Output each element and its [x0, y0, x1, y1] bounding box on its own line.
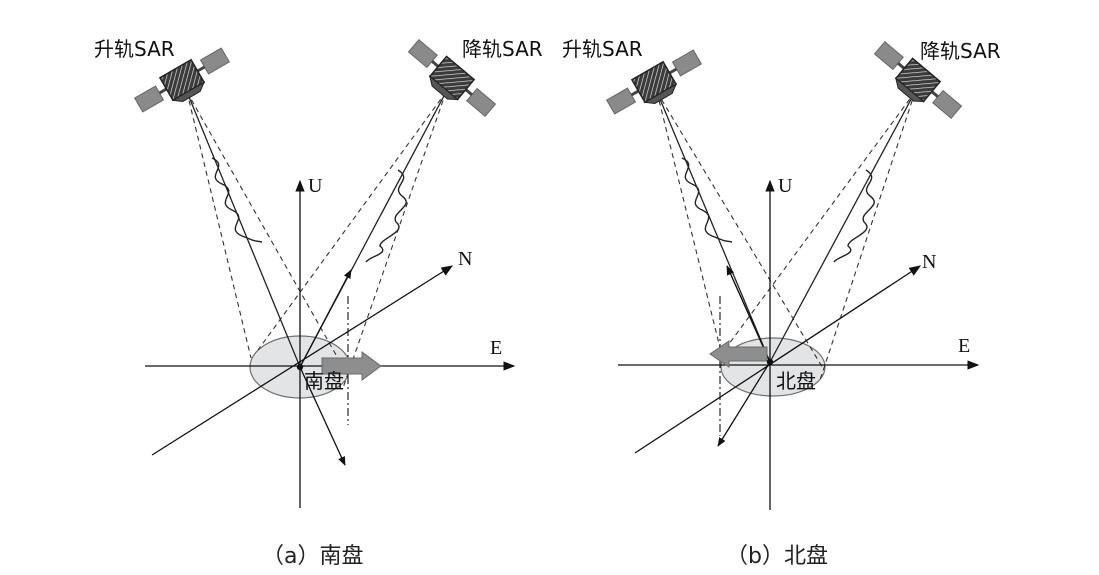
descending-radar-wave [365, 169, 407, 263]
los-projection-up [726, 265, 771, 363]
axis-u-label: U [778, 175, 793, 197]
axis-n [634, 265, 921, 454]
ascending-line-of-sight [186, 91, 301, 368]
axis-e-label: E [490, 337, 502, 359]
los-projection-up [299, 269, 352, 368]
ascending-line-of-sight [656, 91, 771, 363]
descending-beam [257, 91, 447, 389]
descending-sar-label: 降轨SAR [920, 39, 1001, 63]
ascending-sar-label: 升轨SAR [562, 37, 643, 61]
ascending-radar-wave [681, 157, 733, 243]
axis-n [151, 265, 453, 456]
panel-a: 升轨SAR 降轨SAR U N E 南盘 [94, 34, 543, 508]
axis-u-label: U [308, 175, 323, 197]
origin-point [296, 363, 304, 371]
axis-n-label: N [458, 248, 472, 270]
los-projection-down [717, 361, 771, 447]
ascending-radar-wave [211, 157, 263, 243]
axis-n-label: N [922, 251, 936, 273]
ascending-beam [656, 91, 825, 371]
north-wall-motion-arrow [709, 340, 768, 368]
los-projection-down [299, 366, 346, 466]
descending-beam [725, 91, 916, 381]
descending-line-of-sight [769, 91, 916, 363]
wall-label: 南盘 [304, 369, 344, 393]
wall-label: 北盘 [776, 369, 816, 393]
axis-e-label: E [958, 335, 970, 357]
descending-radar-wave [833, 169, 875, 263]
ascending-sar-label: 升轨SAR [94, 37, 175, 61]
descending-sar-label: 降轨SAR [462, 37, 543, 61]
caption-panel-a: （a）南盘 [262, 544, 364, 569]
origin-point [766, 358, 774, 366]
panel-b: 升轨SAR 降轨SAR U N E 北盘 [562, 36, 1001, 510]
ascending-beam [186, 91, 349, 377]
south-wall-motion-arrow [321, 351, 382, 381]
caption-panel-b: （b）北盘 [726, 544, 828, 569]
